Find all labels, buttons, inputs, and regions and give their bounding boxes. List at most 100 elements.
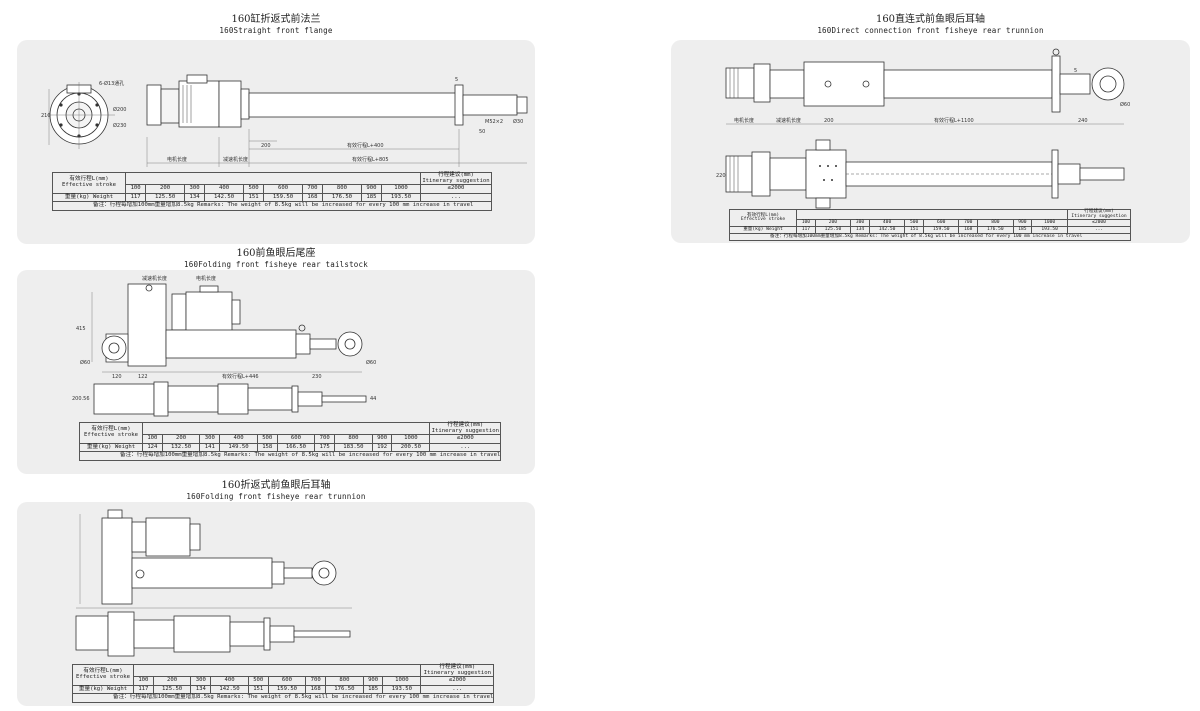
stroke-cell: 100 (124, 184, 147, 194)
dim-d30: Ø30 (513, 118, 523, 125)
section-folding-trunnion: 160折返式前鱼眼后耳轴 160Folding front fisheye re… (17, 478, 535, 706)
stroke-cell: 900 (1012, 219, 1033, 228)
stroke-cell: 800 (325, 676, 364, 686)
weight-cell: 142.50 (204, 192, 244, 203)
weight-cell: 117 (796, 226, 816, 235)
weight-cell: 151 (247, 684, 269, 695)
suggest-en: Itinerary suggestion (1071, 213, 1127, 219)
stroke-cell: 400 (210, 676, 249, 686)
stroke-cell: 600 (263, 184, 303, 194)
stroke-label-cn: 有效行程L(mm) (746, 212, 780, 218)
suggest-en: Itinerary suggestion (423, 669, 491, 676)
weight-cell: 176.50 (325, 684, 364, 695)
table-note: 备注：行程每增加100mm重量增加8.5kg Remarks: The weig… (78, 451, 502, 461)
stroke-label-en: Effective stroke (84, 431, 138, 438)
ellipsis-cell: ... (420, 192, 492, 203)
weight-cell: 200.50 (391, 442, 431, 453)
weight-cell: 141 (199, 442, 221, 453)
stroke-cell: 300 (183, 184, 206, 194)
title-en: 160Folding front fisheye rear trunnion (186, 492, 366, 501)
title-en: 160Direct connection front fisheye rear … (817, 26, 1044, 35)
dim-210: 210 (41, 113, 51, 119)
weight-cell: 134 (190, 684, 212, 695)
weight-cell: 176.50 (322, 192, 362, 203)
table-note: 备注：行程每增加100mm重量增加8.5kg Remarks: The weig… (71, 693, 495, 703)
weight-cell: 132.50 (161, 442, 201, 453)
stroke-cell: 1000 (381, 184, 421, 194)
stroke-cell: 700 (314, 434, 336, 444)
weight-cell: 134 (183, 192, 206, 203)
weight-cell: 193.50 (1031, 226, 1068, 235)
stroke-cell: 800 (977, 219, 1014, 228)
weight-cell: 117 (133, 684, 154, 695)
stroke-cell: 1000 (1031, 219, 1068, 228)
stroke-cell: 600 (276, 434, 316, 444)
stroke-cell: 1000 (382, 676, 422, 686)
stroke-cell: 200 (161, 434, 201, 444)
stroke-cell: 600 (267, 676, 307, 686)
suggest-cn: 行程建议(mm) (1084, 209, 1114, 214)
weight-cell: 192 (371, 442, 393, 453)
stroke-label-en: Effective stroke (76, 673, 130, 680)
stroke-cell: 700 (958, 219, 979, 228)
suggest-value: ≤2000 (1067, 219, 1131, 228)
stroke-label-en: Effective stroke (62, 181, 116, 188)
stroke-cell: 100 (133, 676, 154, 686)
weight-cell: 134 (850, 226, 870, 235)
weight-cell: 149.50 (219, 442, 258, 453)
dim-motor-len: 电机长度 (734, 117, 754, 124)
title-cn: 160前鱼眼后尾座 (236, 248, 316, 259)
dim-50: 50 (479, 129, 485, 135)
weight-label: 重量(kg) Weight (729, 226, 797, 235)
weight-cell: 185 (362, 684, 384, 695)
weight-cell: 151 (904, 226, 924, 235)
dim-5: 5 (1074, 68, 1077, 74)
section-title: 160前鱼眼后尾座 160Folding front fisheye rear … (17, 248, 535, 270)
weight-cell: 142.50 (210, 684, 249, 695)
weight-cell: 185 (1012, 226, 1033, 235)
stroke-cell: 400 (219, 434, 258, 444)
stroke-cell: 800 (334, 434, 373, 444)
suggest-cn: 行程建议(mm) (438, 172, 474, 178)
ellipsis-cell: ... (420, 684, 495, 695)
dim-120: 120 (112, 374, 122, 380)
weight-cell: 176.50 (977, 226, 1014, 235)
section-title: 160折返式前鱼眼后耳轴 160Folding front fisheye re… (17, 480, 535, 502)
section-direct-trunnion: 160直连式前鱼眼后耳轴 160Direct connection front … (671, 12, 1190, 243)
ellipsis-cell: ... (429, 442, 502, 453)
weight-cell: 117 (124, 192, 147, 203)
stroke-cell: 900 (371, 434, 393, 444)
weight-cell: 159.50 (263, 192, 303, 203)
weight-cell: 125.50 (152, 684, 192, 695)
dim-stroke-l: 有效行程L+400 (347, 142, 384, 149)
section-straight-flange: 160缸折返式前法兰 160Straight front flange 210 … (17, 12, 535, 244)
dim-d60a: Ø60 (80, 359, 90, 366)
stroke-cell: 500 (904, 219, 924, 228)
section-title: 160缸折返式前法兰 160Straight front flange (17, 14, 535, 36)
dim-holes: 6-Ø13通孔 (99, 80, 124, 87)
weight-cell: 168 (301, 192, 324, 203)
stroke-cell: 800 (322, 184, 362, 194)
stroke-cell: 700 (301, 184, 324, 194)
dim-d230: Ø230 (113, 122, 126, 129)
title-cn: 160直连式前鱼眼后耳轴 (875, 14, 986, 25)
stroke-cell: 400 (868, 219, 906, 228)
dim-200: 200.56 (72, 396, 90, 402)
title-cn: 160缸折返式前法兰 (231, 14, 321, 25)
stroke-cell: 1000 (391, 434, 431, 444)
stroke-cell: 400 (204, 184, 244, 194)
table-note: 备注：行程每增加100mm重量增加8.5kg Remarks: The weig… (52, 201, 492, 211)
stroke-cell: 700 (305, 676, 327, 686)
section-folding-tailstock: 160前鱼眼后尾座 160Folding front fisheye rear … (17, 246, 535, 474)
stroke-cell: 600 (922, 219, 960, 228)
stroke-cell: 500 (242, 184, 265, 194)
weight-label: 重量(kg) Weight (52, 192, 126, 203)
weight-cell: 125.50 (814, 226, 852, 235)
stroke-cell: 200 (152, 676, 192, 686)
suggest-cn: 行程建议(mm) (447, 422, 484, 428)
weight-cell: 158 (256, 442, 278, 453)
suggest-cn: 行程建议(mm) (439, 664, 476, 670)
suggest-value: ≤2000 (420, 676, 495, 686)
stroke-cell: 500 (256, 434, 278, 444)
weight-cell: 168 (305, 684, 327, 695)
